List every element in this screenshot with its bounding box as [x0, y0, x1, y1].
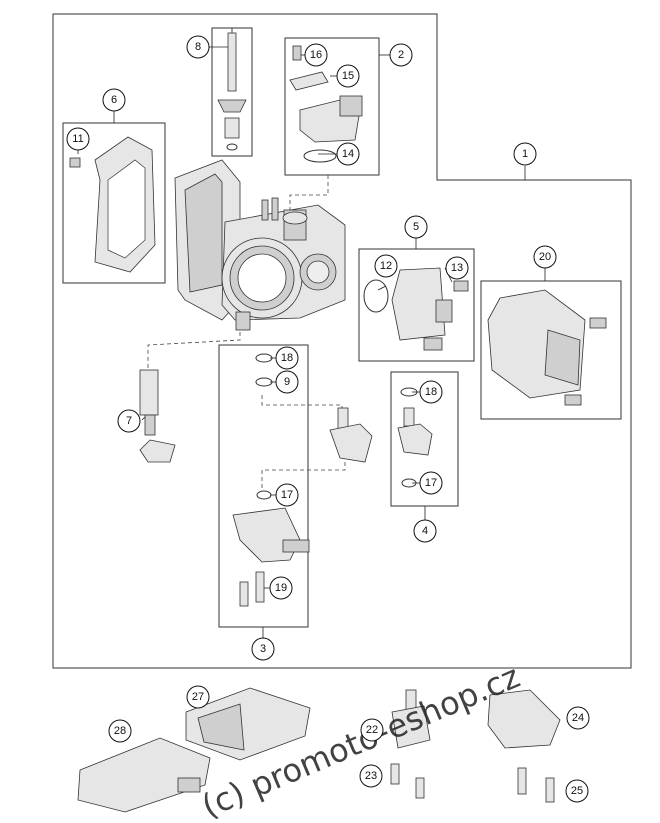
callout-3: 3: [251, 637, 275, 661]
svg-text:23: 23: [365, 770, 377, 782]
injector-3: [232, 353, 373, 607]
svg-text:7: 7: [126, 415, 132, 427]
callout-14: 14: [336, 142, 360, 166]
svg-text:19: 19: [275, 582, 287, 594]
spark-plug-connector: [139, 369, 176, 463]
callout-17-upper: 17: [275, 483, 299, 507]
callout-16: 16: [304, 43, 328, 67]
svg-text:1: 1: [522, 148, 528, 160]
svg-text:16: 16: [310, 49, 322, 61]
svg-text:17: 17: [425, 477, 437, 489]
svg-text:24: 24: [572, 712, 584, 724]
group-box-5: [358, 248, 475, 362]
callout-11: 11: [66, 127, 90, 151]
dashed-connectors: [147, 175, 346, 490]
callout-9: 9: [275, 370, 299, 394]
callout-17-lower: 17: [419, 471, 443, 495]
callout-1: 1: [513, 142, 537, 166]
callout-20: 20: [533, 245, 557, 269]
main-assembly-frame: [52, 13, 632, 669]
callout-24: 24: [566, 706, 590, 730]
callout-22: 22: [360, 718, 384, 742]
callout-28: 28: [108, 719, 132, 743]
svg-text:4: 4: [422, 525, 428, 537]
svg-text:2: 2: [398, 49, 404, 61]
svg-text:27: 27: [192, 691, 204, 703]
svg-text:14: 14: [342, 148, 354, 160]
throttle-position-sensor: [289, 45, 363, 163]
group-box-20: [480, 280, 622, 420]
bolt-23: [390, 763, 425, 799]
svg-text:15: 15: [342, 70, 354, 82]
callout-18-upper: 18: [275, 346, 299, 370]
callout-27: 27: [186, 685, 210, 709]
bracket-clip: [69, 136, 156, 273]
svg-text:5: 5: [413, 221, 419, 233]
group-box-2: [284, 37, 380, 176]
callout-23: 23: [359, 764, 383, 788]
svg-text:22: 22: [366, 724, 378, 736]
svg-text:12: 12: [380, 260, 392, 272]
throttle-body: [174, 159, 346, 331]
svg-text:18: 18: [425, 386, 437, 398]
svg-text:18: 18: [281, 352, 293, 364]
callout-5: 5: [404, 215, 428, 239]
callout-2: 2: [389, 43, 413, 67]
callout-15: 15: [336, 64, 360, 88]
callout-12: 12: [374, 254, 398, 278]
svg-text:13: 13: [451, 262, 463, 274]
callout-6: 6: [102, 88, 126, 112]
callout-25: 25: [565, 779, 589, 803]
callout-13: 13: [445, 256, 469, 280]
svg-text:28: 28: [114, 725, 126, 737]
tps-sensor-housing: [487, 289, 607, 406]
svg-text:11: 11: [72, 133, 83, 145]
map-sensor: [363, 267, 469, 351]
svg-text:17: 17: [281, 489, 293, 501]
injector-4: [397, 387, 433, 488]
group-box-4: [390, 371, 459, 507]
idle-screw-assembly: [217, 32, 247, 151]
svg-text:3: 3: [260, 643, 266, 655]
group-box-3: [218, 344, 309, 628]
sensor-22: [391, 689, 431, 749]
svg-text:8: 8: [195, 41, 201, 53]
svg-text:9: 9: [284, 376, 290, 388]
ecu-module-28: [77, 737, 211, 813]
sensor-24: [487, 689, 561, 749]
callout-8: 8: [186, 35, 210, 59]
callout-18-lower: 18: [419, 380, 443, 404]
callout-4: 4: [413, 519, 437, 543]
callout-7: 7: [117, 409, 141, 433]
bolts-25: [517, 767, 555, 803]
callout-19: 19: [269, 576, 293, 600]
svg-text:6: 6: [111, 94, 117, 106]
svg-text:20: 20: [539, 251, 551, 263]
ecu-unit-27: [185, 687, 311, 761]
svg-text:25: 25: [571, 785, 583, 797]
